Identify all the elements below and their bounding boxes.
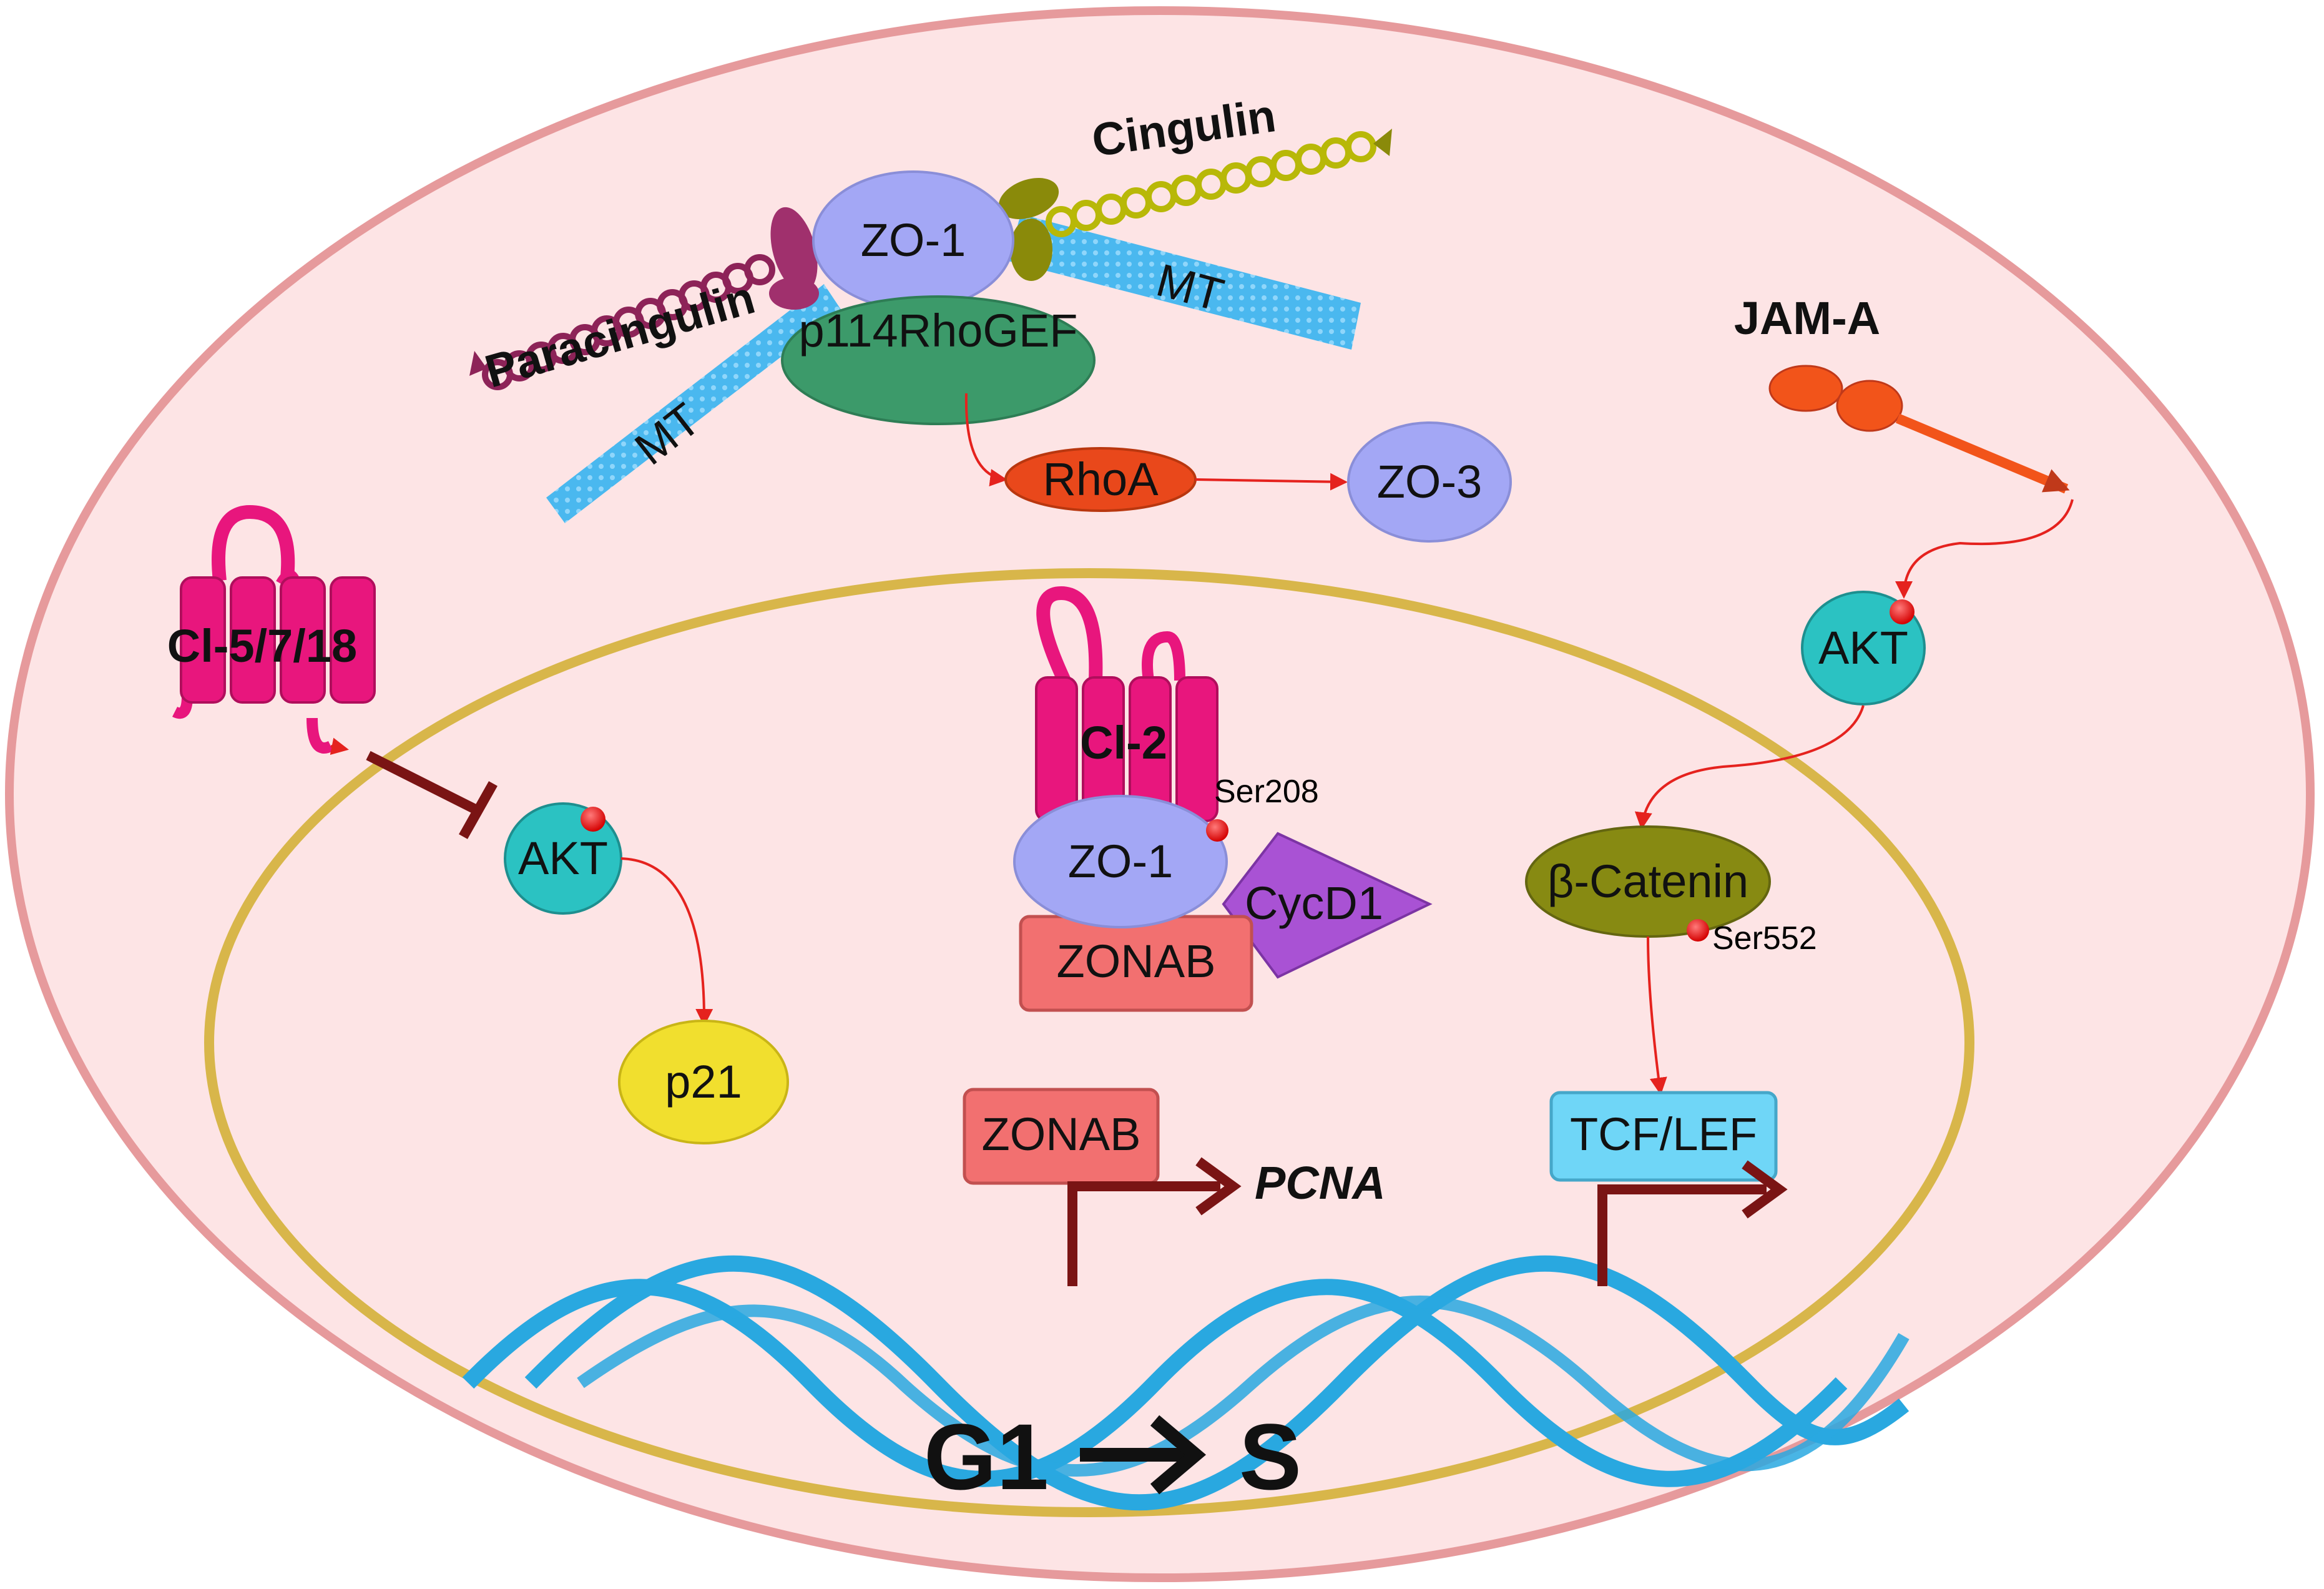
p21 (618, 1020, 789, 1144)
transcription-arrowhead-icon (1742, 1160, 1788, 1219)
ser552-label: Ser552 (1712, 920, 1817, 957)
cl5718-label: Cl-5/7/18 (167, 620, 357, 672)
jama-domain (1768, 365, 1843, 412)
phospho-site-icon (581, 807, 606, 832)
arrow-akt-to-catenin (1634, 705, 1865, 830)
cycd1-label: CycD1 (1245, 877, 1383, 929)
zonab-transcription-factor (963, 1088, 1160, 1185)
arrow-p114-to-rhoa (964, 393, 1008, 486)
claudin-2-icon (1035, 586, 1218, 822)
p21-label: p21 (665, 1056, 742, 1108)
transcription-arrowhead-icon (1195, 1157, 1242, 1216)
akt-nuclear-label: AKT (518, 832, 608, 884)
microtubule-left (546, 284, 841, 523)
cingulin-head (1010, 219, 1052, 281)
s-phase-label: S (1239, 1404, 1302, 1509)
g1-label: G1 (924, 1404, 1049, 1509)
phospho-site-icon (1890, 599, 1915, 624)
cingulin-tail-icon (1373, 129, 1392, 156)
zo3 (1347, 421, 1512, 543)
paracingulin-chain (482, 254, 775, 390)
cingulin-chain (1046, 131, 1376, 237)
zo1-nuclear-label: ZO-1 (1068, 835, 1174, 887)
dna-strand-2 (462, 1279, 1848, 1487)
zonab-complex-label: ZONAB (1057, 935, 1216, 987)
dna-strand-1 (524, 1255, 1910, 1511)
arrow-rhoa-to-zo3 (1195, 473, 1348, 491)
g1-to-s-arrow-icon (1080, 1415, 1207, 1495)
phospho-site-icon (1206, 819, 1228, 842)
rhoa-label: RhoA (1042, 453, 1159, 505)
tcflef-label: TCF/LEF (1570, 1108, 1757, 1160)
arrow-akt-to-p21 (620, 857, 713, 1026)
zo1-nuclear (1013, 795, 1228, 928)
phospho-site-icon (1687, 919, 1709, 942)
jama-domain (1836, 380, 1903, 432)
cl2-label: Cl-2 (1080, 717, 1167, 769)
p114rhogef-label: p114RhoGEF (799, 305, 1078, 357)
arrow-claudin-tail (330, 737, 349, 755)
claudin-5-7-18-icon (172, 504, 376, 754)
jama-label: JAM-A (1734, 292, 1880, 344)
arrow-catenin-to-tcf (1647, 936, 1667, 1095)
inhibition-claudin-akt (366, 750, 480, 815)
cycd1 (1222, 832, 1433, 979)
tcf-lef (1549, 1091, 1778, 1182)
beta-catenin-label: β-Catenin (1547, 855, 1748, 907)
akt-cytoplasmic-label: AKT (1818, 622, 1908, 674)
arrow-jama-to-akt (1895, 499, 2074, 599)
zo1-junction-label: ZO-1 (861, 214, 966, 266)
transcription-arrow-pcna (1067, 1181, 1220, 1286)
jama-tail (1895, 413, 2070, 494)
ser208-label: Ser208 (1214, 774, 1319, 810)
pcna-label: PCNA (1255, 1157, 1386, 1209)
dna-strand-3 (577, 1296, 1910, 1477)
zonab-gene-label: ZONAB (982, 1108, 1141, 1160)
cingulin-head (998, 178, 1059, 219)
nuclear-envelope (204, 568, 1974, 1517)
paracingulin-head (770, 207, 818, 293)
p114rhogef (781, 295, 1096, 425)
inhibition-bar (459, 781, 498, 839)
zo3-label: ZO-3 (1377, 456, 1483, 508)
transcription-arrow-tcf (1597, 1184, 1767, 1286)
paracingulin-head (769, 277, 819, 310)
paracingulin-tail-icon (469, 351, 487, 376)
microtubule-right (1008, 214, 1361, 350)
